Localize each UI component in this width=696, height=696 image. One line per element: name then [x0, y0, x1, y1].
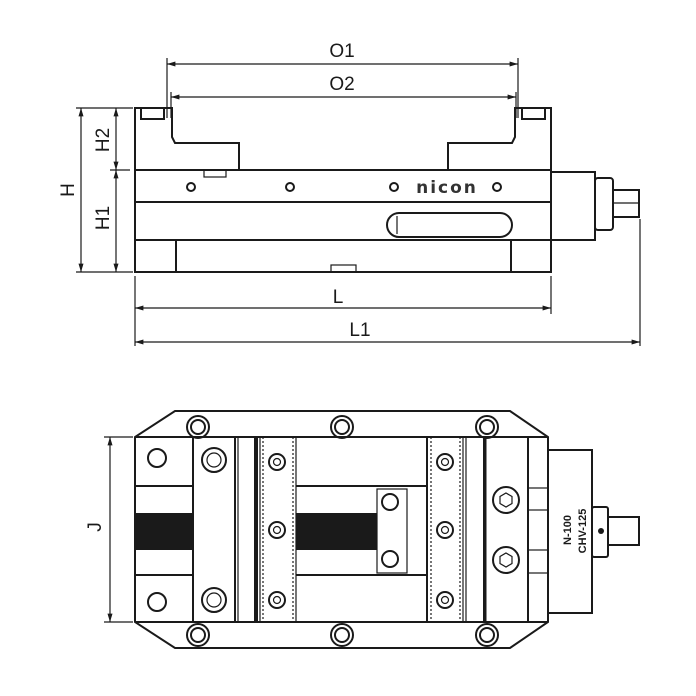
label-h1: H1	[93, 206, 114, 230]
label-j: J	[85, 522, 106, 532]
base-plate	[134, 410, 549, 649]
top-view: N-100 CHV-125 J	[85, 410, 640, 649]
jaw-insert	[135, 513, 193, 550]
right-jaw-key	[521, 107, 546, 120]
top-key	[203, 169, 227, 178]
label-o2: O2	[329, 74, 354, 95]
label-l1: L1	[349, 320, 370, 341]
hole	[389, 182, 399, 192]
side-view: nicon O1 O2 H H2 H1 L L1	[58, 41, 641, 346]
label-l: L	[333, 287, 344, 308]
label-o1: O1	[329, 41, 354, 62]
spindle-shaft-top	[607, 516, 640, 546]
bottom-key	[330, 264, 357, 273]
slot	[386, 212, 513, 238]
spindle-knob	[594, 177, 614, 231]
label-h2: H2	[93, 128, 114, 152]
spindle-housing	[550, 171, 596, 241]
model-label-2: CHV-125	[577, 509, 589, 554]
mounting-bolts	[186, 415, 499, 647]
left-jaw	[134, 107, 240, 170]
label-h: H	[58, 183, 79, 197]
right-jaw	[447, 107, 552, 170]
hole	[186, 182, 196, 192]
hole	[285, 182, 295, 192]
brand-logo: nicon	[416, 178, 478, 198]
hole	[492, 182, 502, 192]
vise-body	[134, 169, 552, 273]
jaw-insert	[296, 513, 377, 550]
model-label-1: N-100	[562, 515, 574, 545]
left-jaw-key	[140, 107, 165, 120]
